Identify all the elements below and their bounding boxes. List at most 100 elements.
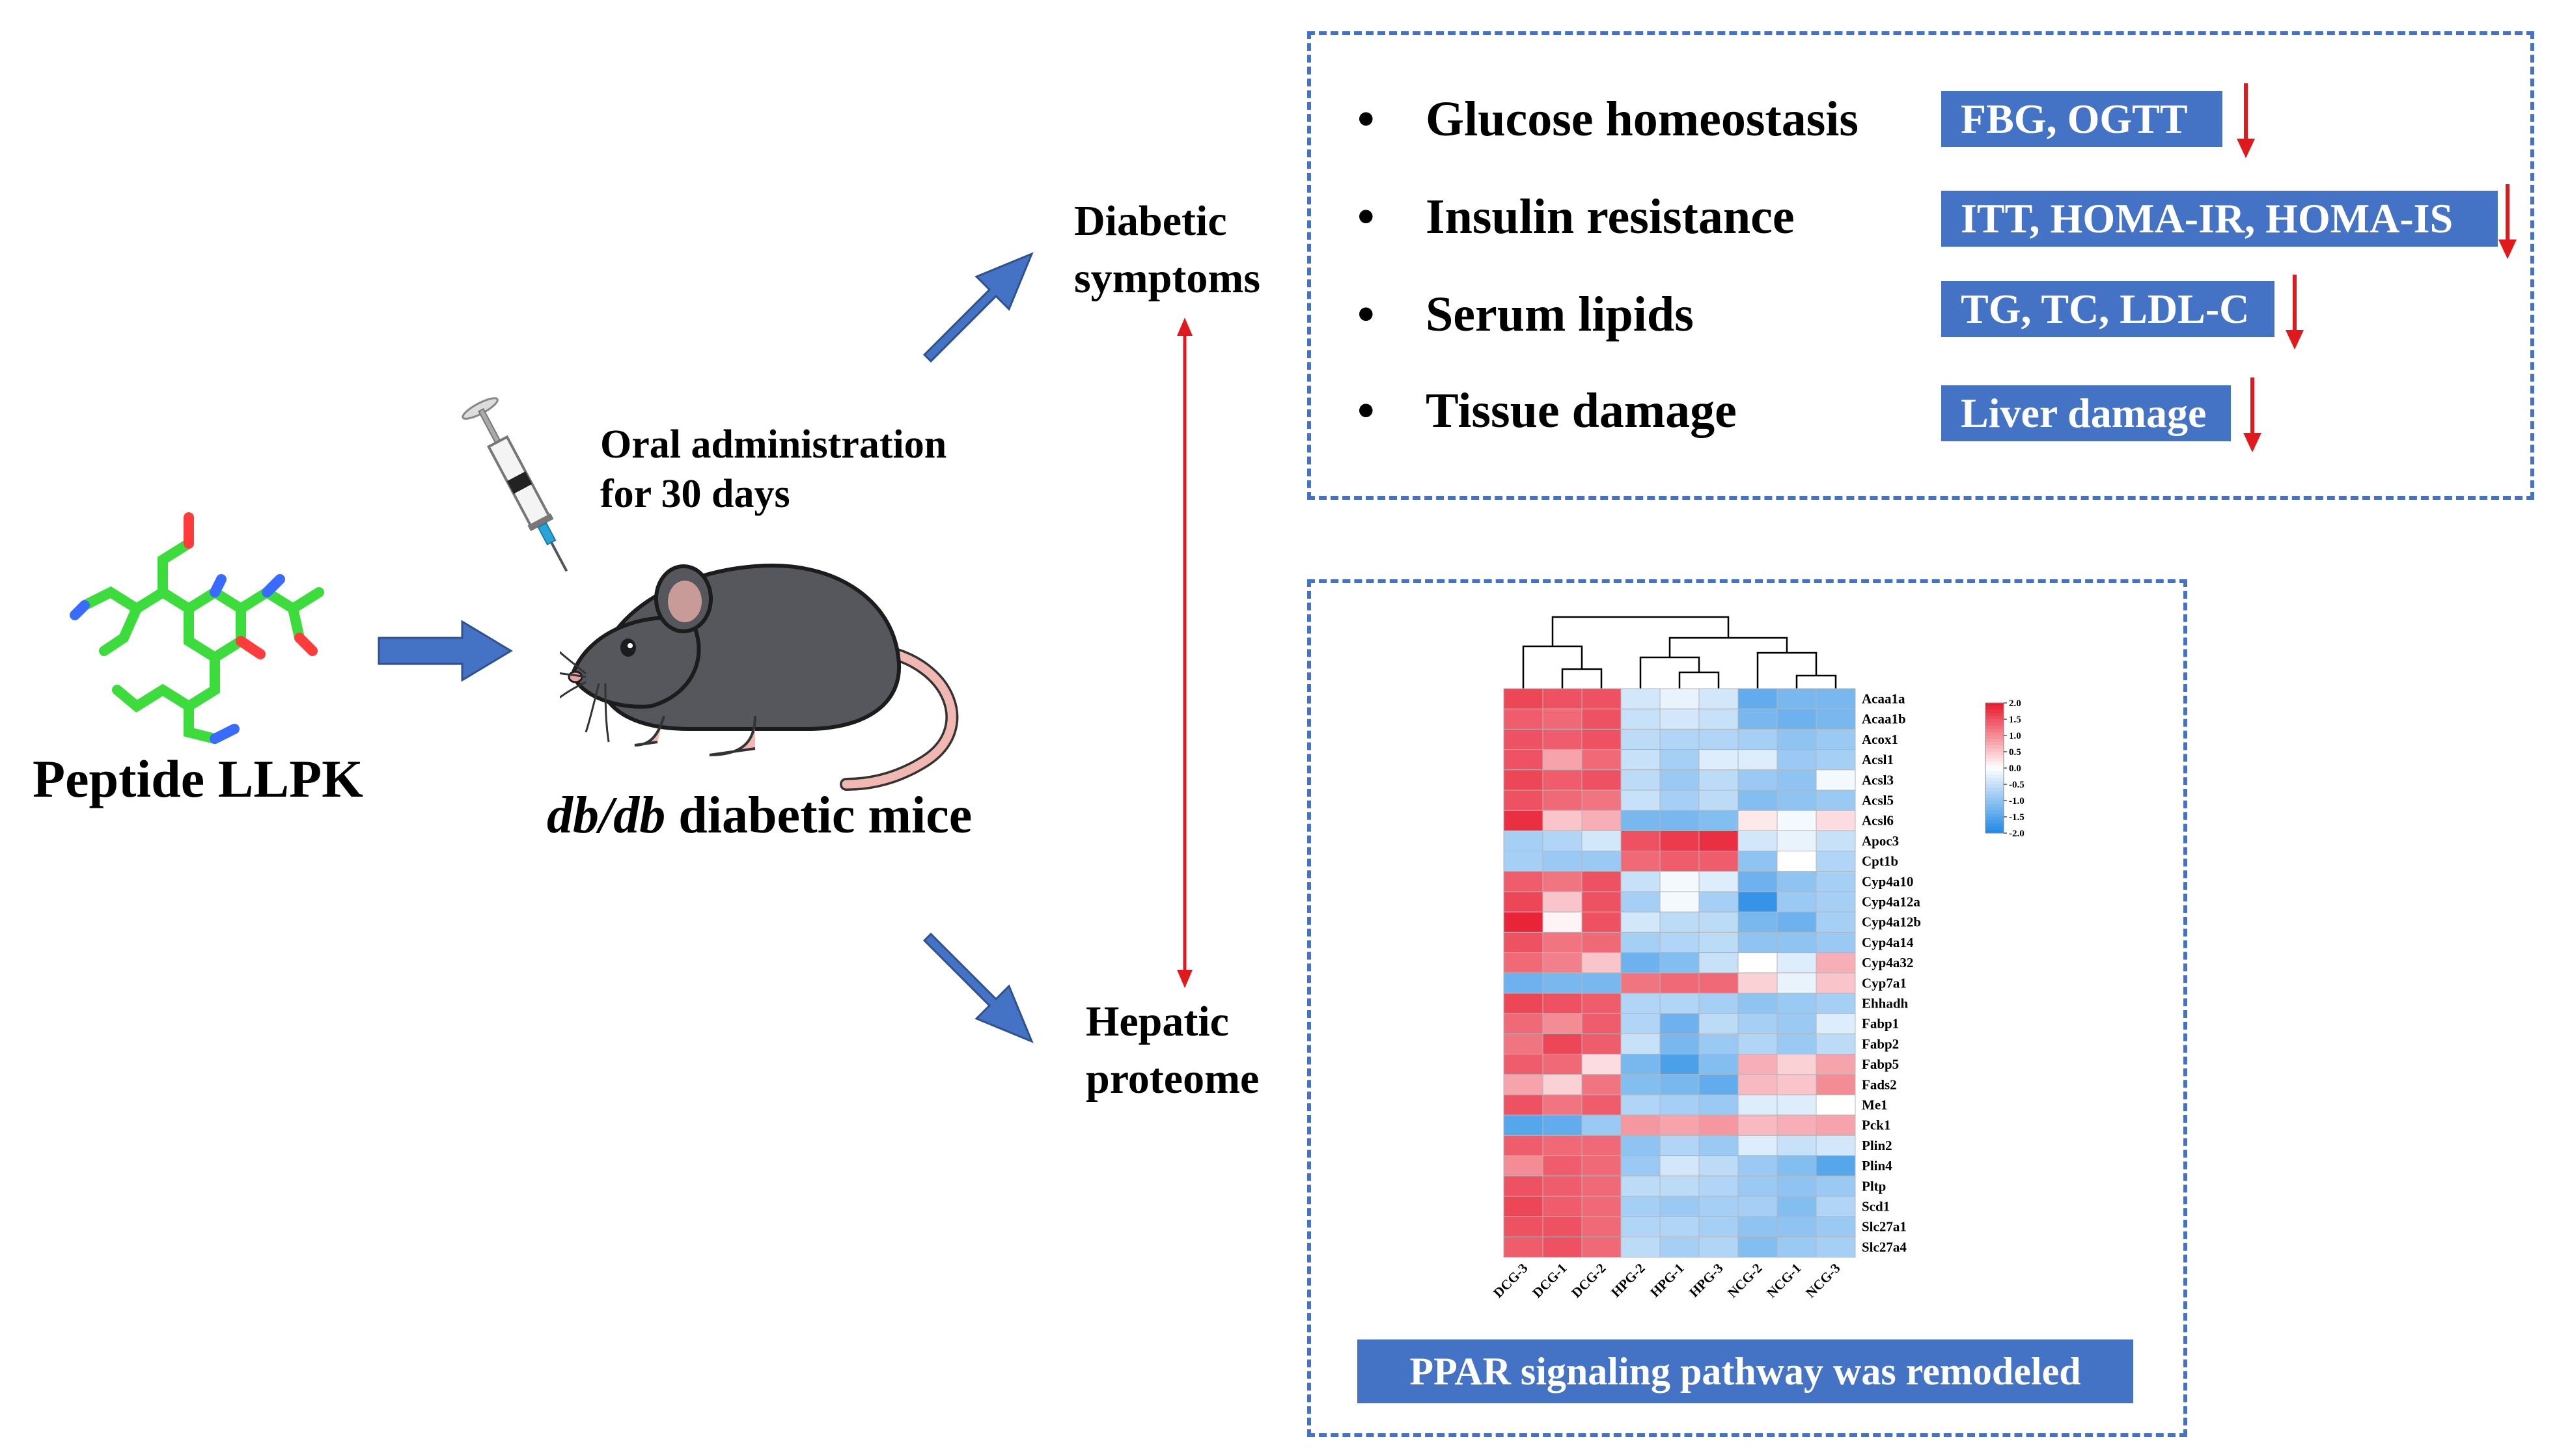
heatmap-cell (1542, 769, 1583, 791)
heatmap-cell (1737, 810, 1778, 831)
heatmap-cell (1542, 1094, 1583, 1116)
legend-swatch (1985, 739, 2004, 743)
heatmap-cell (1659, 1155, 1700, 1177)
heatmap-cell (1581, 1175, 1622, 1197)
heatmap-cell (1776, 871, 1817, 892)
heatmap-cell (1698, 1033, 1739, 1055)
heatmap-row-label: Cpt1b (1862, 853, 1898, 869)
heatmap-cell (1581, 871, 1622, 892)
heatmap-cell (1776, 1134, 1817, 1157)
dendrogram-link (1561, 668, 1603, 689)
heatmap-cell (1737, 790, 1778, 811)
heatmap-cell (1581, 830, 1622, 852)
bullet-icon: • (1357, 92, 1375, 146)
heatmap-cell (1659, 790, 1700, 811)
heatmap-cell (1659, 1236, 1700, 1258)
heatmap-cell (1659, 891, 1700, 913)
heatmap-row-label: Plin4 (1862, 1158, 1892, 1174)
legend-swatch (1985, 713, 2004, 717)
legend-tick-label: -2.0 (2009, 829, 2025, 839)
heatmap-row-label: Fads2 (1862, 1077, 1897, 1092)
heatmap-cell (1737, 1155, 1778, 1177)
heatmap-row-label: Acsl5 (1862, 792, 1894, 808)
heatmap-color-legend: 2.01.51.00.50.0-0.5-1.0-1.5-2.0 (1985, 698, 2025, 839)
heatmap-row-label: Fabp5 (1862, 1056, 1899, 1072)
arrow-down-right-icon (922, 932, 1034, 1043)
heatmap-cell (1698, 911, 1739, 933)
heatmap-cell (1816, 830, 1856, 852)
heatmap-cell (1620, 871, 1661, 892)
legend-swatch (1985, 768, 2004, 772)
heatmap-cell (1620, 993, 1661, 1014)
heatmap-cell (1503, 851, 1543, 872)
arrow-up-right-icon (922, 252, 1034, 363)
heatmap-cell (1776, 1094, 1817, 1116)
heatmap-cell (1503, 972, 1543, 994)
heatmap-cell (1659, 688, 1700, 709)
heatmap-cell (1776, 1033, 1817, 1055)
heatmap-cell (1581, 1216, 1622, 1237)
heatmap-cell (1542, 708, 1583, 730)
heatmap-row-label: Pltp (1862, 1178, 1886, 1194)
legend-swatch (1985, 742, 2004, 746)
heatmap-cell (1581, 810, 1622, 831)
heatmap-cell (1659, 708, 1700, 730)
heatmap-cell (1737, 1033, 1778, 1055)
heatmap-cell (1659, 1175, 1700, 1197)
heatmap-cell (1620, 952, 1661, 974)
heatmap-cell (1581, 851, 1622, 872)
heatmap-cell (1816, 1175, 1856, 1197)
heatmap-cell (1659, 952, 1700, 974)
heatmap-cell (1776, 830, 1817, 852)
heatmap-cell (1698, 790, 1739, 811)
heatmap-cell (1620, 1175, 1661, 1197)
heatmap-cell (1620, 891, 1661, 913)
down-arrow-icon (2237, 83, 2255, 158)
heatmap-cell (1776, 851, 1817, 872)
conclusion-banner: PPAR signaling pathway was remodeled (1357, 1339, 2133, 1403)
heatmap-row-label: Acaa1a (1862, 691, 1905, 706)
heatmap-cell (1581, 993, 1622, 1014)
arrow-right-icon (378, 620, 513, 682)
heatmap-cell (1542, 993, 1583, 1014)
heatmap-cell (1620, 1114, 1661, 1136)
heatmap-cell (1659, 931, 1700, 954)
heatmap-cell (1737, 972, 1778, 994)
heatmap-row-label: Acsl6 (1862, 813, 1894, 829)
heatmap-cell (1542, 911, 1583, 933)
heatmap-cell (1698, 931, 1739, 954)
heatmap-row-label: Cyp4a14 (1862, 935, 1914, 950)
legend-swatch (1985, 755, 2004, 759)
legend-swatch (1985, 752, 2004, 756)
dendrogram-link (1668, 637, 1788, 657)
heatmap-cell (1542, 1054, 1583, 1075)
symptoms-label-line2: symptoms (1074, 254, 1261, 302)
heatmap-cell (1620, 728, 1661, 750)
heatmap-cell (1581, 1155, 1622, 1177)
heatmap-cell (1698, 891, 1739, 913)
mice-strain-italic: db/db (547, 787, 666, 844)
heatmap-cell (1698, 810, 1739, 831)
heatmap-row-label: Acsl3 (1862, 772, 1894, 788)
heatmap-col-label: DCG-3 (1490, 1260, 1530, 1300)
heatmap-cell (1620, 931, 1661, 954)
heatmap-cell (1542, 1134, 1583, 1157)
heatmap-cell (1620, 830, 1661, 852)
heatmap-cell (1620, 1054, 1661, 1075)
heatmap-cell (1737, 728, 1778, 750)
heatmap-cell (1698, 1094, 1739, 1116)
down-arrow-icon (2286, 275, 2304, 350)
heatmap-cell (1659, 830, 1700, 852)
legend-swatch (1985, 817, 2004, 821)
heatmap-row-label: Cyp7a1 (1862, 975, 1907, 991)
heatmap-col-label: DCG-2 (1568, 1260, 1609, 1300)
heatmap-cell (1659, 1114, 1700, 1136)
heatmap-cell (1542, 1236, 1583, 1258)
heatmap-cell (1816, 891, 1856, 913)
legend-swatch (1985, 814, 2004, 817)
heatmap-cell (1737, 911, 1778, 933)
heatmap-cell (1503, 1175, 1543, 1197)
heatmap-cell (1503, 708, 1543, 730)
heatmap-cell (1698, 830, 1739, 852)
heatmap-cell (1776, 749, 1817, 771)
